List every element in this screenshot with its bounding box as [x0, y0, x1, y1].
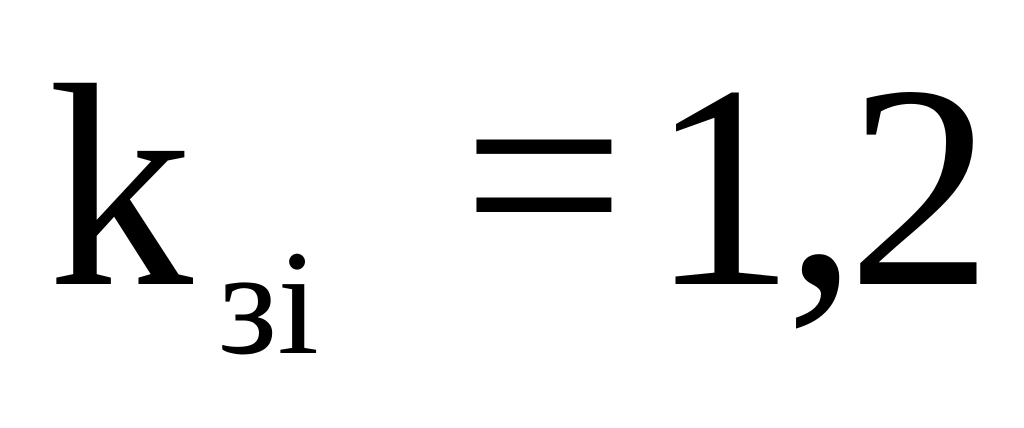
formula-variable: k [48, 26, 193, 347]
equals-sign: = [462, 14, 626, 335]
formula-subscript: зі [218, 220, 319, 386]
formula-value: 1,2 [650, 26, 992, 347]
